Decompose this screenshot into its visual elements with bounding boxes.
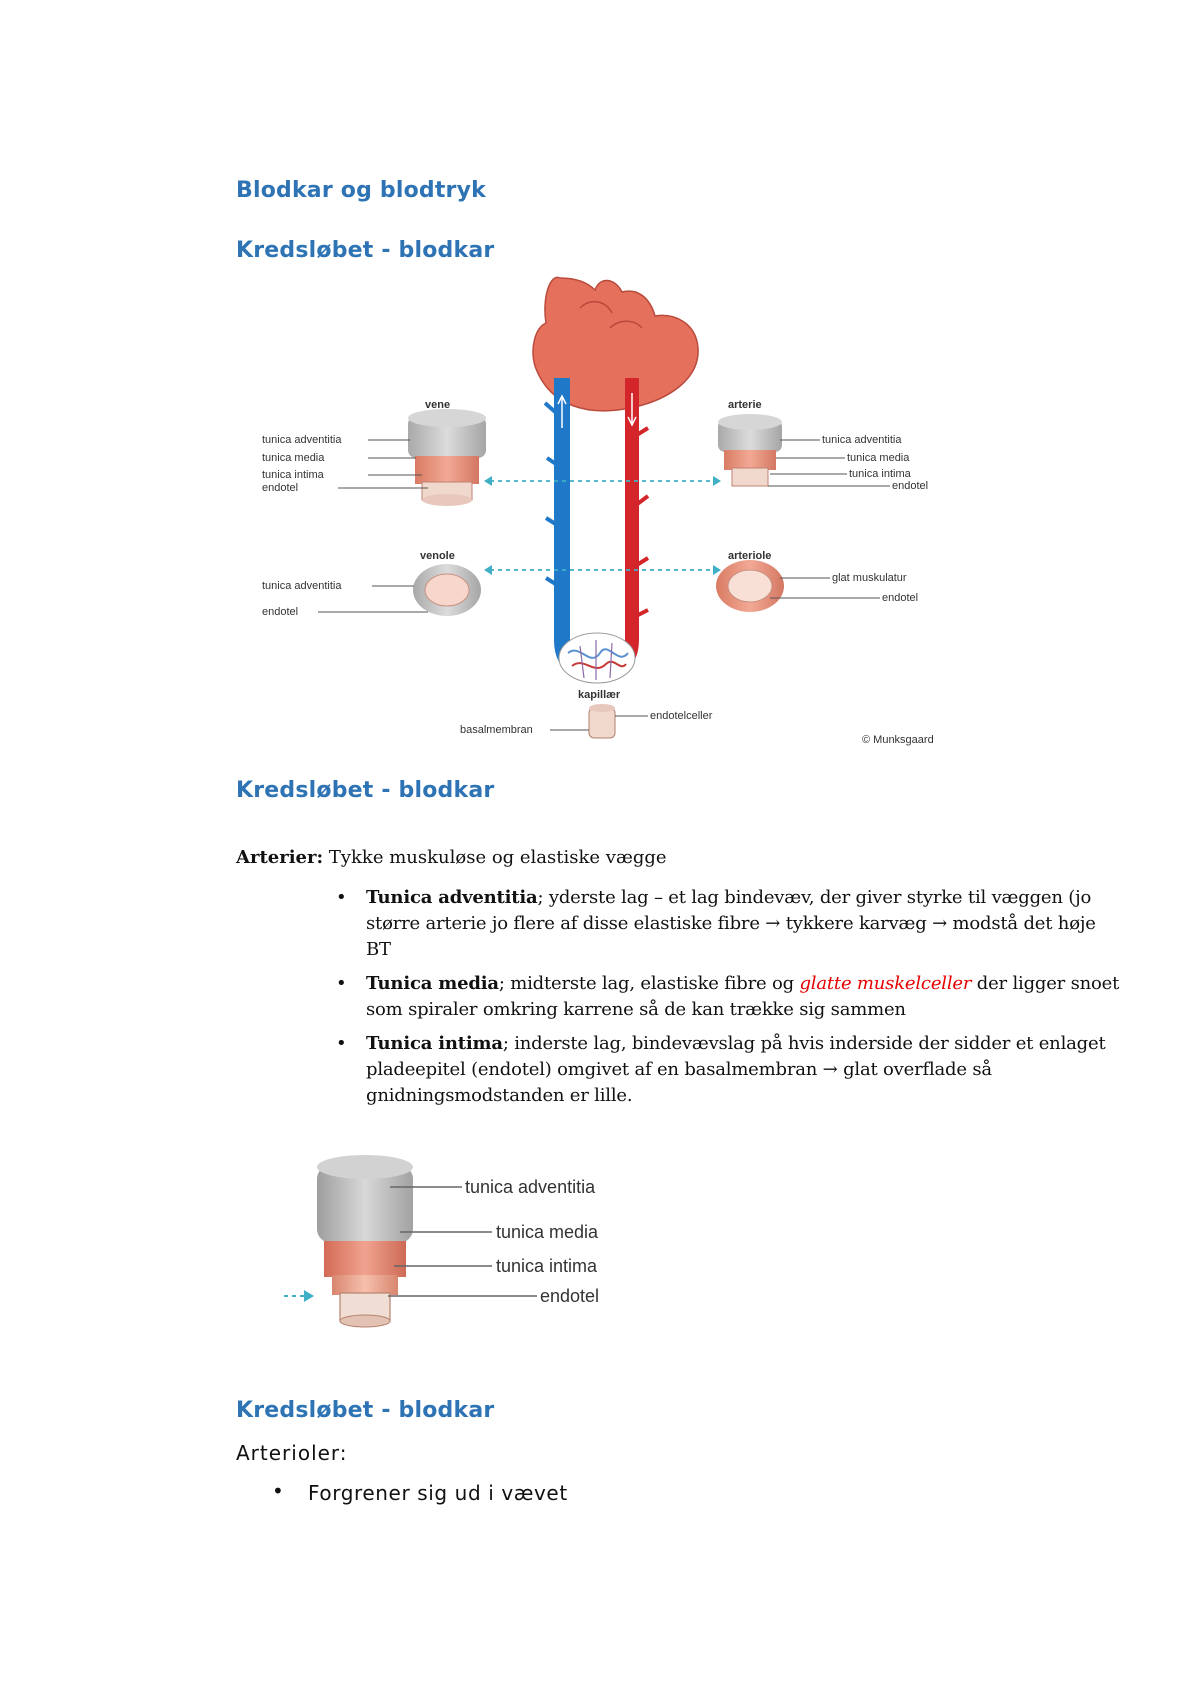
layer-label-intima: tunica intima — [496, 1256, 598, 1276]
capillary-bed — [558, 632, 636, 684]
arteriole-label: arteriole — [728, 550, 771, 562]
section-heading-2: Kredsløbet - blodkar — [236, 778, 495, 803]
arterie-label-intima: tunica intima — [849, 468, 912, 480]
vene-label-intima: tunica intima — [262, 469, 325, 481]
artery-layers-diagram: tunica adventitia tunica media tunica in… — [284, 1155, 599, 1328]
bullet-term: Tunica adventitia — [366, 887, 538, 908]
layer-label-media: tunica media — [496, 1222, 599, 1242]
kapillaer-cylinder — [588, 704, 616, 739]
circulation-diagram: vene arterie venole arteriole kapillær t… — [262, 276, 934, 746]
page-title: Blodkar og blodtryk — [236, 178, 486, 203]
vene-label-endotel: endotel — [262, 482, 298, 494]
bullet-text: der ligger snoet som spiraler omkring ka… — [366, 973, 1120, 1020]
list-item: • Tunica adventitia; yderste lag – et la… — [330, 885, 1120, 963]
arterier-text: Tykke muskuløse og elastiske vægge — [323, 847, 667, 868]
section-heading-3: Kredsløbet - blodkar — [236, 1398, 495, 1423]
arterie-label-endotel: endotel — [892, 480, 928, 492]
vene-label-media: tunica media — [262, 452, 325, 464]
artery-cylinder — [317, 1155, 413, 1328]
arterie-cylinder — [718, 414, 782, 487]
venole-label-adventitia: tunica adventitia — [262, 580, 342, 592]
bullet-text: ; yderste lag – et lag bindevæv, der giv… — [366, 887, 1096, 960]
arteriole-ring — [716, 560, 784, 612]
section-heading-1: Kredsløbet - blodkar — [236, 238, 495, 263]
arterioler-bullet-text: Forgrener sig ud i vævet — [308, 1481, 568, 1505]
copyright-label: © Munksgaard — [862, 734, 934, 746]
artery-tube — [614, 378, 650, 673]
arterier-bullet-list: • Tunica adventitia; yderste lag – et la… — [330, 885, 1120, 1117]
venole-label-endotel: endotel — [262, 606, 298, 618]
arterie-label: arterie — [728, 399, 762, 411]
arterier-label: Arterier: — [236, 847, 324, 868]
list-item: • Forgrener sig ud i vævet — [272, 1479, 568, 1506]
arterie-label-media: tunica media — [847, 452, 910, 464]
bullet-red-text: glatte muskelceller — [799, 973, 972, 994]
bullet-text: ; midterste lag, elastiske fibre og — [498, 973, 800, 994]
arteriole-label-endotel: endotel — [882, 592, 918, 604]
bullet-term: Tunica media — [366, 973, 499, 994]
bullet-icon: • — [336, 973, 347, 994]
venole-ring — [413, 564, 481, 616]
layer-label-adventitia: tunica adventitia — [465, 1177, 596, 1197]
arterioler-label: Arterioler: — [236, 1441, 348, 1465]
kapillaer-label-endotelceller: endotelceller — [650, 710, 713, 722]
bullet-icon: • — [336, 1033, 347, 1054]
vene-label-adventitia: tunica adventitia — [262, 434, 342, 446]
bullet-text: ; inderste lag, bindevævslag på hvis ind… — [366, 1033, 1106, 1106]
arterie-label-adventitia: tunica adventitia — [822, 434, 902, 446]
leader-lines — [318, 439, 890, 731]
vene-label: vene — [425, 399, 450, 411]
arterier-paragraph: Arterier: Tykke muskuløse og elastiske v… — [236, 845, 667, 871]
vene-cylinder — [408, 409, 486, 506]
list-item: • Tunica media; midterste lag, elastiske… — [330, 971, 1120, 1023]
kapillaer-label: kapillær — [578, 689, 621, 701]
heart-illustration — [532, 276, 699, 412]
bullet-icon: • — [272, 1479, 285, 1503]
bullet-icon: • — [336, 887, 347, 908]
bullet-term: Tunica intima — [366, 1033, 503, 1054]
arteriole-label-muskulatur: glat muskulatur — [832, 572, 907, 584]
kapillaer-label-basalmembran: basalmembran — [460, 724, 533, 736]
vein-tube — [543, 378, 579, 674]
dashed-arrows — [490, 480, 715, 571]
layer-label-endotel: endotel — [540, 1286, 599, 1306]
list-item: • Tunica intima; inderste lag, bindevævs… — [330, 1031, 1120, 1109]
venole-label: venole — [420, 550, 455, 562]
